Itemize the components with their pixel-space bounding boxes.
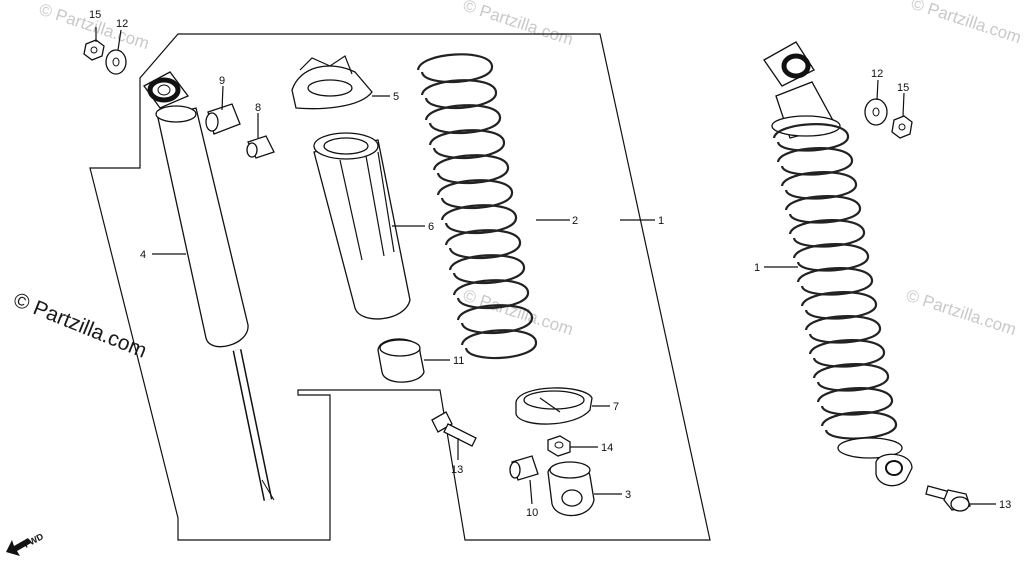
callout-13-right: 13 [999, 499, 1011, 511]
collar-lower-part [509, 455, 539, 481]
assembled-shock-absorber [763, 41, 913, 487]
callout-1-assembled: 1 [754, 262, 760, 274]
bolt-left-part [431, 411, 477, 447]
callout-3: 3 [625, 489, 631, 501]
callout-15-right: 15 [897, 82, 909, 94]
spring-seat-part [515, 387, 593, 425]
nut-right-part [891, 115, 913, 139]
spring-part [416, 53, 538, 360]
bump-rubber-part [377, 338, 425, 383]
washer-right-part [864, 98, 888, 126]
collar-part [205, 103, 241, 135]
watermark-top-center: © Partzilla.com [461, 0, 576, 49]
callout-8: 8 [255, 102, 261, 114]
callout-12-right: 12 [871, 68, 883, 80]
callout-10: 10 [526, 507, 538, 519]
nut-part [547, 435, 571, 457]
callout-6: 6 [428, 221, 434, 233]
forward-direction-indicator: FWD [6, 531, 45, 556]
dust-cover-part [313, 132, 411, 320]
callout-13-left: 13 [451, 464, 463, 476]
callout-5: 5 [393, 91, 399, 103]
stopper-part [291, 55, 373, 110]
callout-1-exploded: 1 [658, 215, 664, 227]
nut-left-part [83, 39, 105, 61]
lower-joint-part [547, 461, 595, 517]
leader-lines [95, 27, 996, 505]
callout-11: 11 [453, 355, 464, 367]
fwd-label: FWD [22, 531, 45, 550]
forward-arrow-icon [6, 538, 31, 556]
callout-4: 4 [140, 249, 146, 261]
callout-2: 2 [572, 215, 578, 227]
callout-14: 14 [601, 442, 613, 454]
callout-12-left: 12 [116, 18, 128, 30]
bushing-part [246, 135, 275, 159]
washer-left-part [105, 49, 127, 75]
assembly-boundary-outline [89, 33, 711, 541]
watermark-right: © Partzilla.com [904, 286, 1019, 339]
callout-7: 7 [613, 401, 619, 413]
watermark-top-right: © Partzilla.com [909, 0, 1024, 47]
callout-9: 9 [219, 75, 225, 87]
callout-labels: 15 12 9 8 5 6 2 1 4 11 7 14 3 13 10 1 12… [89, 9, 1011, 519]
damper-body-part [143, 71, 275, 501]
bolt-right-part [925, 485, 971, 512]
callout-15-left: 15 [89, 9, 101, 21]
